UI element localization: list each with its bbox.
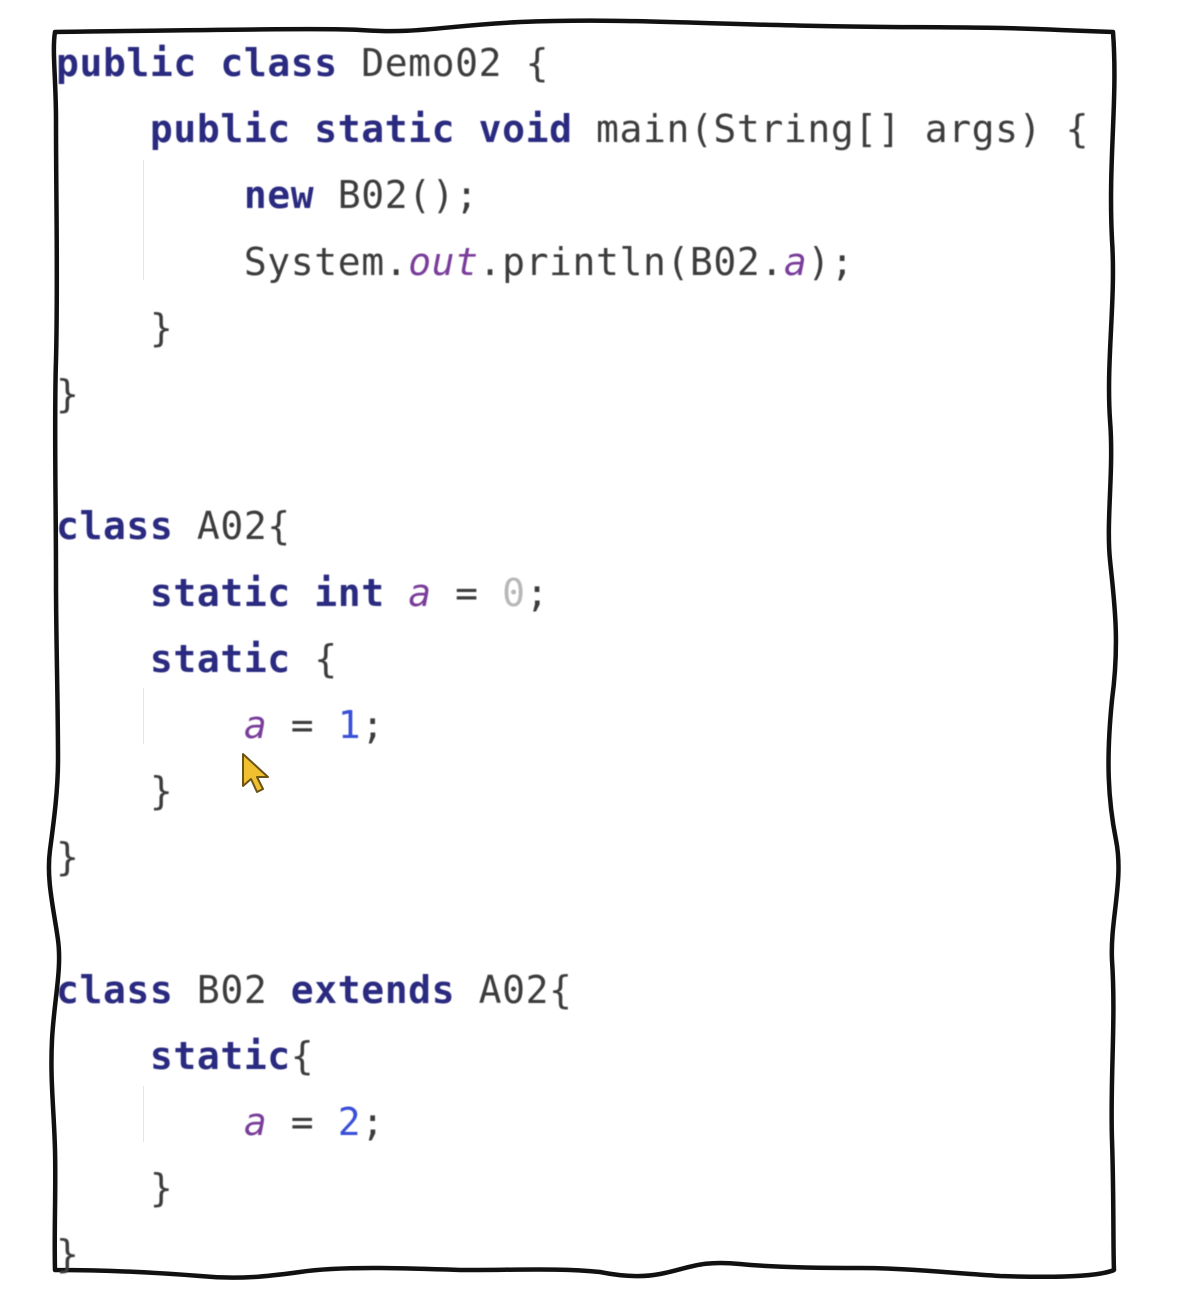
keyword-token: int bbox=[314, 570, 385, 615]
code-text bbox=[197, 41, 220, 85]
code-text: A02{ bbox=[455, 967, 573, 1012]
number-literal: 2 bbox=[337, 1100, 362, 1144]
code-line: } bbox=[56, 1155, 1089, 1221]
indent bbox=[56, 240, 244, 284]
code-line: static { bbox=[56, 626, 1089, 692]
keyword-token: static bbox=[149, 570, 291, 615]
indent bbox=[56, 1034, 150, 1078]
code-line: } bbox=[56, 1221, 1089, 1287]
code-text: } bbox=[56, 835, 80, 880]
keyword-token: public bbox=[56, 41, 197, 85]
code-line: static{ bbox=[56, 1023, 1089, 1089]
keyword-token: void bbox=[478, 107, 573, 152]
code-line: a = 1; bbox=[56, 692, 1089, 758]
code-text: } bbox=[56, 1232, 80, 1277]
indent-guide bbox=[143, 688, 144, 744]
code-text: main(String[] args) { bbox=[572, 107, 1090, 152]
keyword-token: static bbox=[149, 636, 291, 681]
code-line: class A02{ bbox=[56, 493, 1089, 559]
field-token: out bbox=[408, 239, 479, 284]
code-line: public class Demo02 { bbox=[56, 30, 1089, 96]
keyword-token: static bbox=[314, 107, 456, 152]
code-text: B02(); bbox=[314, 173, 479, 218]
keyword-token: class bbox=[56, 967, 174, 1012]
code-text bbox=[291, 571, 314, 615]
code-text: } bbox=[149, 769, 174, 814]
code-text: B02 bbox=[173, 967, 291, 1012]
indent bbox=[56, 703, 244, 747]
keyword-token: class bbox=[220, 41, 338, 85]
code-line: System.out.println(B02.a); bbox=[56, 229, 1089, 295]
code-text: ; bbox=[525, 570, 550, 615]
indent bbox=[56, 769, 150, 813]
code-text: ); bbox=[807, 239, 855, 284]
code-line: } bbox=[56, 758, 1089, 824]
mouse-pointer-icon bbox=[242, 753, 269, 793]
field-token: a bbox=[243, 1100, 268, 1144]
keyword-token: static bbox=[149, 1033, 291, 1078]
code-text: } bbox=[56, 371, 80, 416]
keyword-token: public bbox=[149, 107, 291, 152]
indent bbox=[56, 306, 150, 350]
code-text: A02{ bbox=[173, 504, 291, 549]
keyword-token: extends bbox=[290, 967, 456, 1012]
code-text bbox=[291, 107, 314, 151]
code-line: } bbox=[56, 824, 1089, 890]
unused-number-literal: 0 bbox=[502, 570, 526, 615]
code-text: = bbox=[267, 702, 338, 747]
code-line: a = 2; bbox=[56, 1089, 1089, 1155]
code-text: System. bbox=[243, 239, 409, 284]
code-text: Demo02 { bbox=[337, 41, 550, 85]
field-token: a bbox=[243, 702, 268, 747]
indent bbox=[56, 107, 150, 151]
code-block: public class Demo02 { public static void… bbox=[56, 30, 1089, 1288]
code-text bbox=[385, 571, 408, 615]
code-text: .println(B02. bbox=[478, 239, 784, 284]
field-token: a bbox=[783, 239, 808, 284]
number-literal: 1 bbox=[337, 702, 362, 747]
indent-guide bbox=[143, 1086, 144, 1142]
code-line: } bbox=[56, 295, 1089, 361]
indent bbox=[56, 571, 150, 615]
indent bbox=[56, 1166, 150, 1210]
code-text: } bbox=[149, 305, 174, 350]
code-text: { bbox=[290, 1033, 315, 1078]
code-line: public static void main(String[] args) { bbox=[56, 96, 1089, 162]
code-text: = bbox=[267, 1100, 338, 1144]
code-text bbox=[455, 107, 478, 151]
indent bbox=[56, 637, 150, 681]
code-text: = bbox=[431, 570, 503, 615]
code-text: } bbox=[149, 1166, 174, 1211]
indent-guide bbox=[143, 160, 144, 280]
code-line bbox=[56, 427, 1089, 493]
indent bbox=[56, 173, 244, 217]
code-line: } bbox=[56, 361, 1089, 427]
keyword-token: new bbox=[243, 173, 315, 218]
code-text: ; bbox=[361, 702, 385, 747]
code-line bbox=[56, 890, 1089, 956]
keyword-token: class bbox=[56, 504, 174, 549]
code-text: ; bbox=[361, 1100, 385, 1144]
field-token: a bbox=[408, 570, 432, 615]
code-line: new B02(); bbox=[56, 162, 1089, 228]
code-line: class B02 extends A02{ bbox=[56, 957, 1089, 1023]
code-line: static int a = 0; bbox=[56, 560, 1089, 626]
code-text: { bbox=[290, 636, 338, 681]
indent bbox=[56, 1100, 244, 1144]
